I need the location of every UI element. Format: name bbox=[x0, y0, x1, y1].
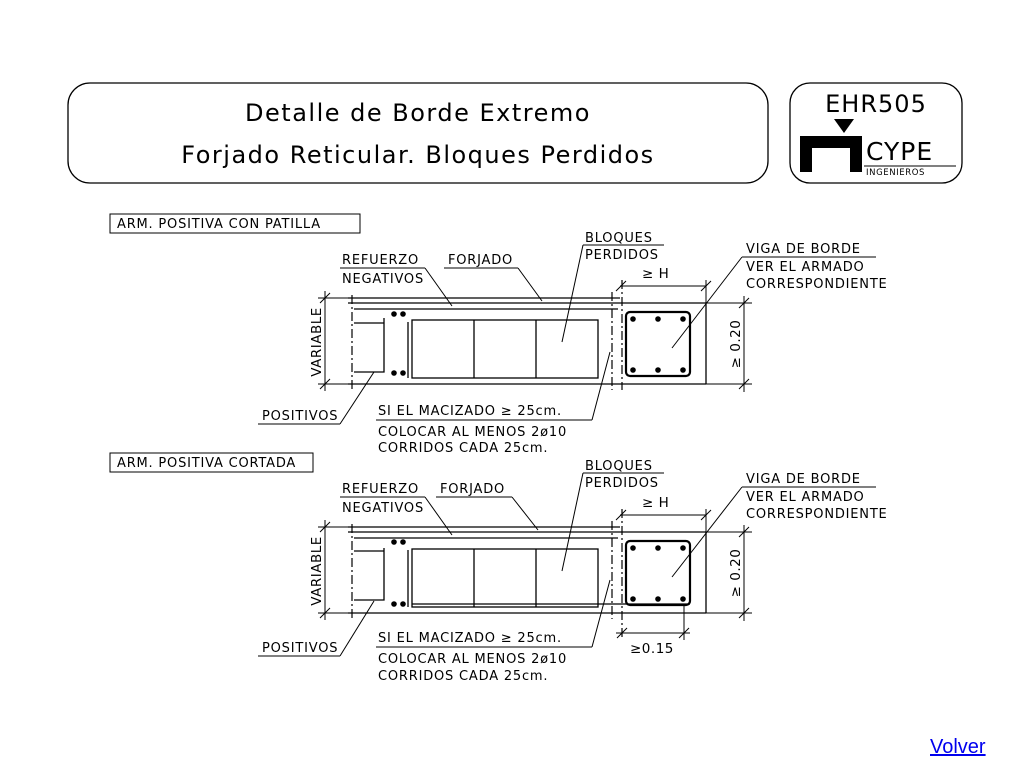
title-line-1: Detalle de Borde Extremo bbox=[245, 99, 591, 127]
logo-subtitle: INGENIEROS bbox=[866, 168, 925, 178]
label-forjado: FORJADO bbox=[440, 482, 505, 497]
label-ver-armado: VER EL ARMADO bbox=[746, 490, 865, 505]
detail-heading: ARM. POSITIVA CON PATILLA bbox=[117, 217, 321, 232]
lost-blocks bbox=[411, 548, 599, 608]
note-colocar: COLOCAR AL MENOS 2ø10 bbox=[378, 652, 567, 667]
label-forjado: FORJADO bbox=[448, 253, 513, 268]
edge-beam bbox=[624, 539, 692, 607]
label-viga-de-borde: VIGA DE BORDE bbox=[746, 472, 861, 487]
detail-heading-box bbox=[109, 213, 361, 234]
label-refuerzo: REFUERZO bbox=[342, 482, 419, 497]
label-bloques: BLOQUES bbox=[585, 231, 653, 246]
note-colocar: COLOCAR AL MENOS 2ø10 bbox=[378, 425, 567, 440]
dim-020: ≥ 0.20 bbox=[728, 320, 744, 369]
label-correspondiente: CORRESPONDIENTE bbox=[746, 507, 888, 522]
logo-frame bbox=[789, 82, 963, 184]
note-macizado: SI EL MACIZADO ≥ 25cm. bbox=[378, 404, 562, 419]
label-refuerzo: REFUERZO bbox=[342, 253, 419, 268]
label-bloques: BLOQUES bbox=[585, 459, 653, 474]
label-positivos: POSITIVOS bbox=[262, 409, 338, 424]
lost-blocks bbox=[411, 319, 599, 379]
note-corridos: CORRIDOS CADA 25cm. bbox=[378, 441, 548, 456]
label-perdidos: PERDIDOS bbox=[585, 476, 659, 491]
label-perdidos: PERDIDOS bbox=[585, 248, 659, 263]
label-ver-armado: VER EL ARMADO bbox=[746, 260, 865, 275]
volver-link[interactable]: Volver bbox=[930, 736, 986, 758]
dim-ge-h: ≥ H bbox=[642, 266, 669, 282]
logo-box: EHR505 CYPE INGENIEROS bbox=[789, 82, 963, 184]
title-line-2: Forjado Reticular. Bloques Perdidos bbox=[181, 141, 654, 169]
dim-variable: VARIABLE bbox=[309, 536, 325, 606]
edge-beam bbox=[624, 310, 692, 378]
label-viga-de-borde: VIGA DE BORDE bbox=[746, 242, 861, 257]
note-macizado: SI EL MACIZADO ≥ 25cm. bbox=[378, 631, 562, 646]
label-positivos: POSITIVOS bbox=[262, 641, 338, 656]
label-negativos: NEGATIVOS bbox=[342, 501, 424, 516]
dim-020: ≥ 0.20 bbox=[728, 549, 744, 598]
logo-brand: CYPE bbox=[866, 137, 933, 166]
detail-heading: ARM. POSITIVA CORTADA bbox=[117, 456, 296, 471]
label-negativos: NEGATIVOS bbox=[342, 272, 424, 287]
title-frame bbox=[67, 82, 769, 184]
detail-con-patilla: ARM. POSITIVA CON PATILLA bbox=[109, 213, 888, 456]
dim-variable: VARIABLE bbox=[309, 307, 325, 377]
note-corridos: CORRIDOS CADA 25cm. bbox=[378, 669, 548, 684]
dim-015: ≥0.15 bbox=[630, 641, 674, 657]
label-correspondiente: CORRESPONDIENTE bbox=[746, 277, 888, 292]
detail-heading-box bbox=[109, 452, 314, 473]
title-box: Detalle de Borde Extremo Forjado Reticul… bbox=[67, 82, 769, 184]
cype-logo-mark bbox=[800, 119, 862, 172]
dim-ge-h: ≥ H bbox=[642, 495, 669, 511]
detail-cortada: ARM. POSITIVA CORTADA ≥ 0.20 bbox=[109, 452, 888, 684]
drawing-code: EHR505 bbox=[825, 90, 927, 118]
